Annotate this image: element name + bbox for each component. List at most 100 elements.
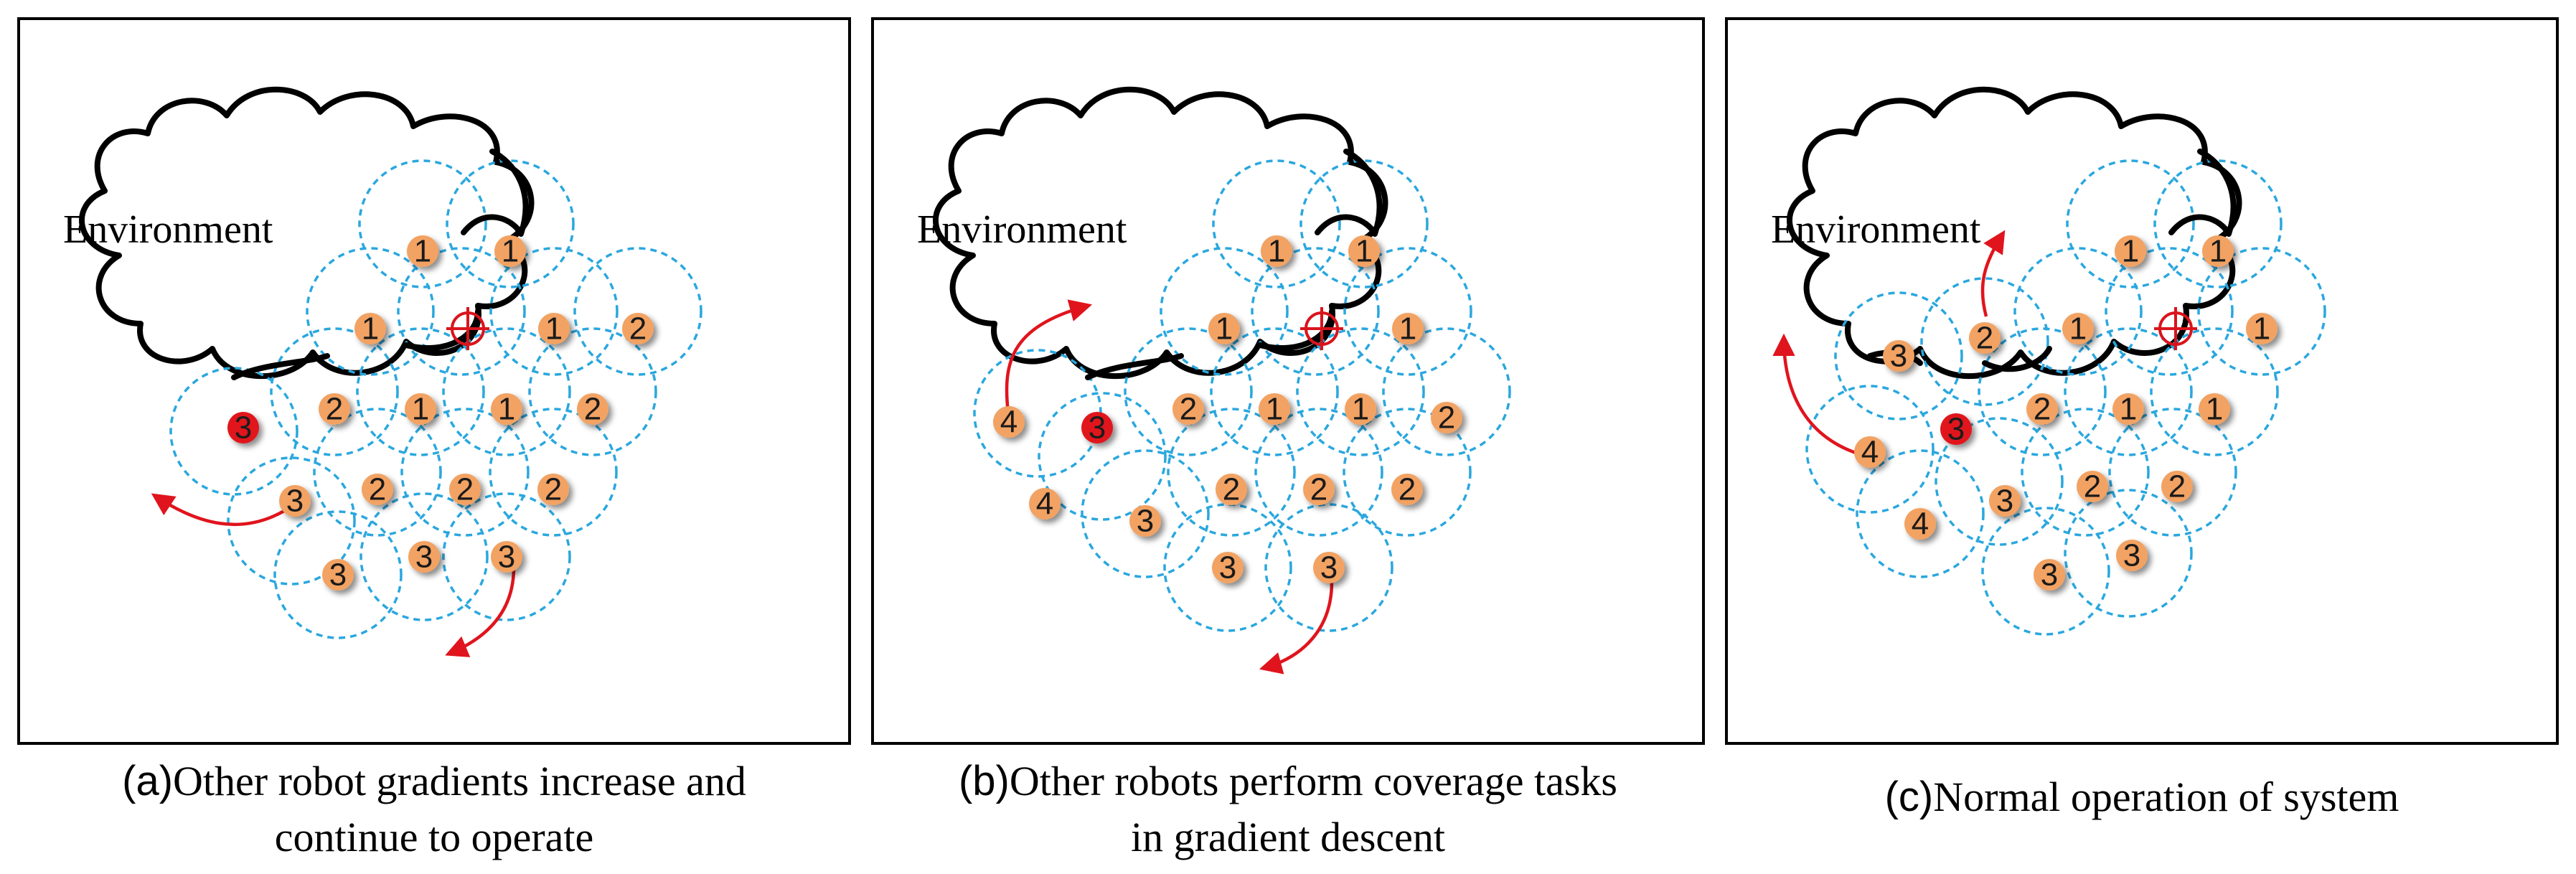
robot-id-label: 1 — [2069, 311, 2087, 347]
robot: 1 — [2246, 311, 2277, 347]
robot-id-label: 1 — [412, 392, 429, 427]
robot-id-label: 4 — [1036, 487, 1053, 522]
robot-id-label: 4 — [1000, 405, 1017, 440]
robot-id-label: 3 — [1219, 550, 1236, 586]
robot-id-label: 3 — [329, 558, 347, 593]
robot-id-label: 1 — [2206, 392, 2223, 427]
robot-id-label: 1 — [1355, 234, 1373, 269]
panel-b: Environment — [871, 17, 1705, 745]
caption-c: (c)Normal operation of system — [1885, 774, 2399, 820]
target-marker — [2154, 307, 2197, 350]
robot-group: 1 1 1 1 4 2 1 1 2 4 3 2 2 2 3 3 — [993, 234, 1462, 586]
robot: 2 — [1391, 472, 1423, 507]
robot-id-label: 1 — [545, 311, 563, 347]
failed-robot-label: 3 — [235, 410, 252, 446]
robot-id-label: 2 — [1310, 472, 1327, 507]
robot-id-label: 2 — [456, 472, 474, 507]
robot-id-label: 2 — [2168, 469, 2186, 504]
robot: 3 — [1940, 412, 1972, 447]
robot-id-label: 2 — [545, 472, 562, 507]
environment-label: Environment — [1771, 207, 1981, 252]
robot-id-label: 1 — [414, 234, 431, 269]
robot: 2 — [1216, 472, 1247, 507]
robot: 3 — [408, 540, 440, 575]
robot: 2 — [2161, 469, 2193, 504]
robot: 4 — [1029, 487, 1061, 522]
robot-id-label: 3 — [1890, 339, 1907, 374]
robot: 1 — [2199, 392, 2230, 427]
robot: 2 — [319, 392, 350, 427]
robot-id-label: 3 — [415, 540, 433, 575]
robot-id-label: 1 — [1352, 392, 1369, 427]
failed-robot — [1081, 412, 1113, 443]
robot: 1 — [2112, 392, 2144, 427]
robot: 2 — [2077, 469, 2108, 504]
robot-id-label: 2 — [1399, 472, 1416, 507]
robot: 1 — [1392, 311, 1424, 347]
robot: 2 — [1969, 321, 2001, 356]
robot: 1 — [1261, 234, 1292, 269]
robot-id-label: 4 — [1912, 507, 1929, 542]
robot-id-label: 3 — [1320, 550, 1338, 586]
movement-arrow — [1980, 230, 2006, 317]
robot-id-label: 1 — [2209, 234, 2227, 269]
movement-arrow — [445, 567, 516, 657]
environment-boundary — [1867, 149, 2237, 372]
robot-id-label: 1 — [1216, 311, 1233, 347]
robot: 4 — [1854, 435, 1886, 470]
robot: 3 — [227, 410, 259, 446]
environment-boundary — [1085, 149, 1383, 380]
robot-id-label: 3 — [286, 484, 304, 519]
robot: 2 — [362, 472, 393, 507]
robot: 1 — [2202, 234, 2234, 269]
robot: 3 — [1313, 550, 1345, 586]
robot-id-label: 1 — [362, 311, 379, 347]
robot: 2 — [1172, 392, 1204, 427]
robot: 2 — [1303, 472, 1335, 507]
robot: 3 — [279, 484, 311, 519]
robot-id-label: 2 — [326, 392, 343, 427]
robot-group: 1 1 1 1 2 2 1 1 2 3 2 2 2 3 3 3 — [279, 234, 654, 593]
robot: 1 — [2115, 234, 2146, 269]
robot-id-label: 4 — [1861, 435, 1879, 470]
robot-id-label: 2 — [629, 311, 647, 347]
failed-robot-label: 3 — [1089, 410, 1106, 446]
robot-id-label: 1 — [498, 392, 515, 427]
robot: 1 — [2062, 311, 2094, 347]
movement-arrow — [151, 493, 286, 527]
robot: 1 — [1348, 234, 1380, 269]
panel-a: Environment — [17, 17, 851, 745]
robot-id-label: 3 — [2041, 558, 2058, 593]
robot: 3 — [491, 540, 522, 575]
robot-id-label: 3 — [2123, 538, 2140, 573]
robot-id-label: 2 — [2034, 392, 2051, 427]
robot-id-label: 1 — [502, 234, 519, 269]
environment-label: Environment — [63, 207, 273, 252]
robot: 1 — [405, 392, 436, 427]
robot: 2 — [577, 392, 608, 427]
robot: 3 — [1989, 484, 2021, 519]
robot-id-label: 3 — [1996, 484, 2013, 519]
robot: 1 — [354, 311, 386, 347]
robot: 3 — [2116, 538, 2148, 573]
sensing-ranges — [1805, 159, 2326, 636]
robot-id-label: 2 — [1438, 400, 1455, 436]
robot: 1 — [1259, 392, 1290, 427]
robot: 3 — [1081, 410, 1113, 446]
caption-a-line-2: continue to operate — [275, 814, 594, 860]
robot: 1 — [1208, 311, 1240, 347]
robot: 3 — [2034, 558, 2065, 593]
robot: 1 — [538, 311, 570, 347]
robot: 2 — [622, 311, 654, 347]
robot: 2 — [537, 472, 569, 507]
target-marker — [446, 307, 489, 350]
robot: 1 — [494, 234, 526, 269]
failed-robot — [1940, 413, 1972, 445]
environment-boundary — [231, 149, 529, 380]
environment-label: Environment — [917, 207, 1127, 252]
sensing-ranges — [169, 159, 702, 639]
robot-id-label: 2 — [1223, 472, 1240, 507]
movement-arrow — [1772, 333, 1856, 455]
caption-b-line-2: in gradient descent — [1131, 814, 1445, 860]
robot-id-label: 2 — [369, 472, 386, 507]
